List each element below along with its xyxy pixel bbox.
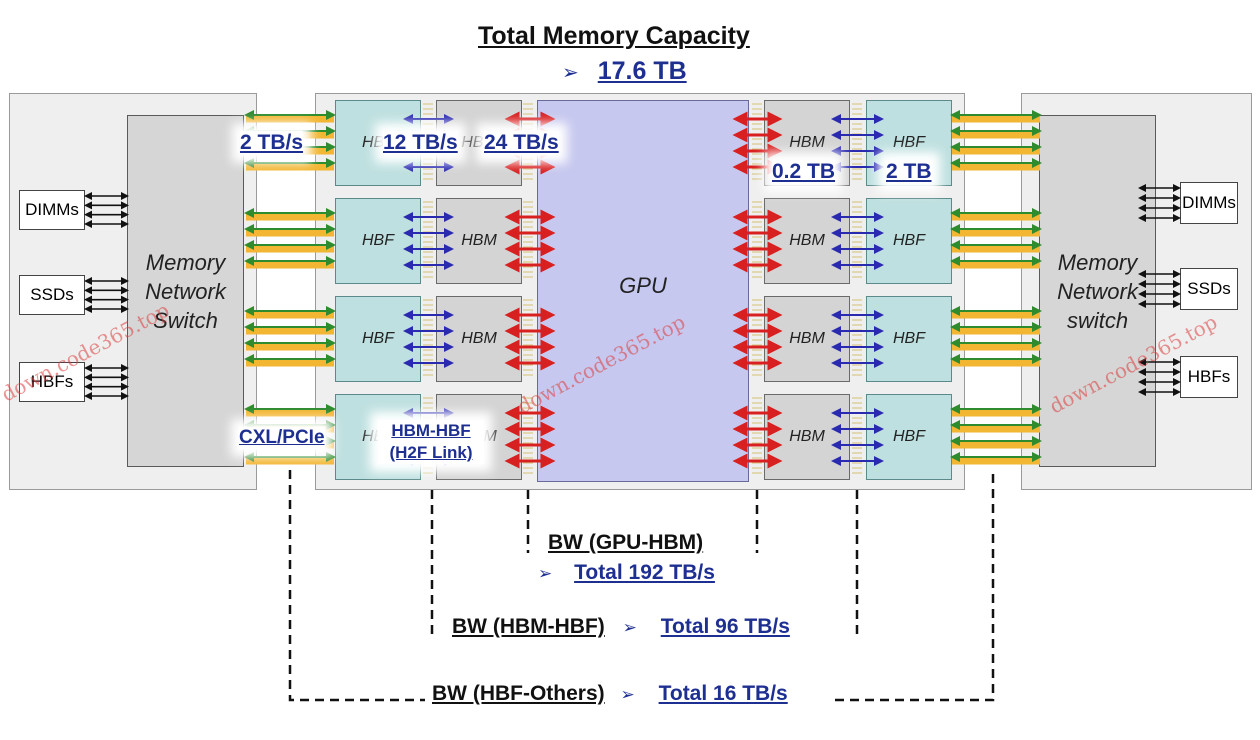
dimms-label: DIMMs — [25, 200, 79, 219]
arrow-icon: ➢ — [620, 685, 635, 704]
link-bar — [952, 425, 1040, 433]
left-switch-label: Memory Network Switch — [145, 249, 226, 333]
link-bar — [952, 229, 1040, 237]
hbf-label: HBF — [893, 330, 925, 347]
link-bar — [952, 261, 1040, 269]
bw-hbf-others-label: BW (HBF-Others) — [432, 682, 605, 705]
bw-gpu-hbm-line: ➢ Total 192 TB/s — [538, 561, 715, 585]
link-bar — [246, 213, 334, 221]
hbf-label: HBF — [893, 232, 925, 249]
bw-hbm-hbf-line: BW (HBM-HBF) ➢ Total 96 TB/s — [452, 615, 790, 639]
cxl-bandwidth-label: 2 TB/s — [240, 131, 304, 155]
arrow-icon: ➢ — [562, 62, 579, 84]
hbm-label: HBM — [789, 428, 825, 445]
link-bar — [246, 115, 334, 123]
left-ssds-box: SSDs — [19, 275, 85, 315]
left-hbfs-box: HBFs — [19, 362, 85, 402]
link-bar — [952, 311, 1040, 319]
hbfs-label: HBFs — [1187, 367, 1231, 386]
h2f-link-label-line1: HBM-HBF — [391, 421, 471, 440]
hbm-label: HBM — [789, 134, 825, 151]
right-hbfs-box: HBFs — [1180, 356, 1238, 398]
h2f-link-label: HBM-HBF (H2F Link) — [378, 420, 484, 464]
right-memory-network-switch: Memory Network switch — [1039, 115, 1156, 467]
gpu-die: GPU — [537, 100, 749, 482]
hbm-capacity-label: 0.2 TB — [772, 160, 836, 184]
capacity-line: ➢ 17.6 TB — [562, 57, 687, 86]
arrow-icon: ➢ — [538, 564, 553, 583]
link-bar — [246, 163, 334, 171]
link-bar — [952, 359, 1040, 367]
bw-hbm-hbf-label: BW (HBM-HBF) — [452, 615, 605, 638]
title: Total Memory Capacity — [478, 22, 750, 50]
link-bar — [952, 343, 1040, 351]
link-bar — [952, 441, 1040, 449]
dimms-label: DIMMs — [1182, 193, 1236, 212]
link-bar — [246, 343, 334, 351]
hbf-label: HBF — [893, 428, 925, 445]
gpu-label: GPU — [619, 273, 667, 298]
right-dimms-box: DIMMs — [1180, 182, 1238, 224]
hbf-label: HBF — [893, 134, 925, 151]
link-bar — [246, 359, 334, 367]
ssds-label: SSDs — [30, 285, 74, 304]
link-bar — [952, 147, 1040, 155]
gpu-hbm-bandwidth-label: 24 TB/s — [484, 131, 559, 155]
bw-gpu-hbm-label: BW (GPU-HBM) — [548, 531, 704, 554]
hbm-label: HBM — [461, 232, 497, 249]
link-bar — [952, 409, 1040, 417]
link-bar — [952, 213, 1040, 221]
link-bar — [952, 327, 1040, 335]
arrow-icon: ➢ — [622, 618, 637, 637]
bw-hbm-hbf-value: Total 96 TB/s — [660, 615, 790, 638]
left-dimms-box: DIMMs — [19, 190, 85, 230]
link-bar — [246, 409, 334, 417]
link-bar — [246, 229, 334, 237]
hbm-label: HBM — [789, 232, 825, 249]
right-ssds-box: SSDs — [1180, 268, 1238, 310]
bw-hbf-others-line: BW (HBF-Others) ➢ Total 16 TB/s — [432, 682, 788, 706]
capacity-value: 17.6 TB — [597, 57, 687, 85]
h2f-bandwidth-label: 12 TB/s — [383, 131, 458, 155]
h2f-link-label-line2: (H2F Link) — [389, 443, 473, 462]
bw-hbf-others-value: Total 16 TB/s — [658, 682, 788, 705]
link-bar — [952, 245, 1040, 253]
bw-gpu-hbm-value: Total 192 TB/s — [574, 561, 715, 584]
hbm-label: HBM — [461, 330, 497, 347]
bw-brackets — [288, 470, 995, 702]
ssds-label: SSDs — [1187, 279, 1231, 298]
left-memory-network-switch: Memory Network Switch — [127, 115, 244, 467]
link-bar — [952, 115, 1040, 123]
link-bar — [952, 131, 1040, 139]
link-bar — [952, 163, 1040, 171]
hbfs-label: HBFs — [30, 372, 74, 391]
link-bar — [246, 245, 334, 253]
hbf-label: HBF — [362, 330, 394, 347]
cxl-pcie-label: CXL/PCIe — [239, 427, 325, 449]
link-bar — [246, 327, 334, 335]
link-bar — [246, 261, 334, 269]
link-bar — [952, 457, 1040, 465]
hbf-label: HBF — [362, 232, 394, 249]
link-bar — [246, 457, 334, 465]
link-bar — [246, 311, 334, 319]
hbf-capacity-label: 2 TB — [886, 160, 932, 184]
right-switch-label: Memory Network switch — [1057, 249, 1138, 333]
hbm-label: HBM — [789, 330, 825, 347]
